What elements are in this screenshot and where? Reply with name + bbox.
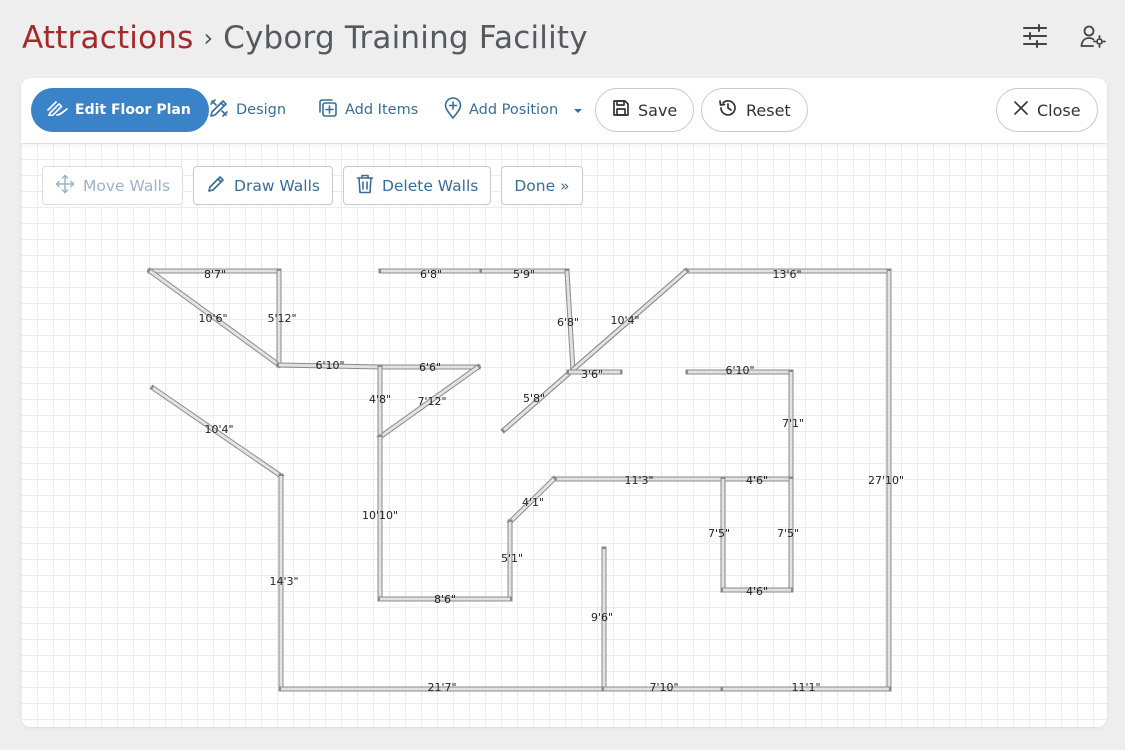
move-walls-button[interactable]: Move Walls (42, 166, 184, 205)
wall-length-label: 14'3" (269, 575, 298, 588)
wall-length-label: 7'5" (708, 527, 730, 540)
map-pin-plus-icon (444, 97, 462, 123)
wall-segment-fill (503, 269, 687, 432)
move-arrows-icon (55, 174, 75, 198)
wall-tools: Move Walls Draw Walls Delete Walls (42, 166, 583, 205)
wall-segment-fill (565, 270, 575, 372)
design-label: Design (236, 102, 287, 118)
wall-length-label: 4'1" (522, 496, 544, 509)
save-label: Save (638, 100, 678, 120)
history-icon (718, 98, 738, 122)
close-label: Close (1037, 100, 1081, 120)
floor-plan-editor: Edit Floor Plan Design Add Items (21, 78, 1107, 727)
wall-segment-fill (508, 477, 556, 524)
wall-length-label: 8'7" (204, 268, 226, 281)
wall-length-label: 10'4" (204, 423, 233, 436)
wall-length-label: 11'3" (624, 474, 653, 487)
user-settings-icon[interactable] (1079, 22, 1107, 50)
breadcrumb-separator: › (203, 24, 214, 52)
design-tools-icon (209, 98, 229, 122)
wall-segment-fill (149, 269, 280, 367)
add-items-button[interactable]: Add Items (318, 88, 418, 132)
wall-length-label: 7'5" (777, 527, 799, 540)
toolbar: Edit Floor Plan Design Add Items (21, 78, 1107, 143)
page-title: Cyborg Training Facility (223, 20, 588, 56)
floor-plan-drawing: 8'7" 10'6" 5'12" 6'10" 6'8" 5'9" 6'8" 13'6" 10'4… (146, 267, 904, 694)
close-button[interactable]: Close (996, 88, 1098, 132)
wall-length-label: 6'10" (725, 364, 754, 377)
wall-length-label: 4'6" (746, 474, 768, 487)
wall-length-label: 10'6" (198, 312, 227, 325)
chevron-down-icon[interactable] (573, 102, 583, 118)
reset-button[interactable]: Reset (701, 88, 808, 132)
floor-plan-canvas[interactable]: 8'7" 10'6" 5'12" 6'10" 6'8" 5'9" 6'8" 13'6" 10'4… (21, 143, 1107, 727)
save-button[interactable]: Save (595, 88, 695, 132)
wall-length-label: 8'6" (434, 593, 456, 606)
wall-segment-fill (379, 365, 479, 439)
add-items-label: Add Items (345, 102, 419, 118)
save-icon (612, 99, 630, 121)
sliders-icon[interactable] (1021, 22, 1049, 50)
edit-floor-plan-button[interactable]: Edit Floor Plan (31, 88, 209, 132)
draw-walls-button[interactable]: Draw Walls (193, 166, 333, 205)
wall-length-label: 13'6" (772, 268, 801, 281)
wall-length-label: 6'8" (557, 316, 579, 329)
reset-label: Reset (746, 100, 791, 120)
pencil-icon (206, 174, 226, 198)
done-label: Done » (514, 176, 570, 195)
wall-length-label: 21'7" (427, 681, 456, 694)
wall-length-label: 5'9" (513, 268, 535, 281)
wall-length-label: 5'12" (267, 312, 296, 325)
wall-length-label: 5'8" (523, 392, 545, 405)
wall-length-label: 9'6" (591, 611, 613, 624)
wall-length-label: 5'1" (501, 552, 523, 565)
pencil-ruler-icon (47, 100, 69, 120)
wall-segment-fill (152, 386, 282, 478)
add-position-label: Add Position (469, 102, 559, 118)
done-button[interactable]: Done » (501, 166, 583, 205)
edit-floor-plan-label: Edit Floor Plan (75, 102, 191, 118)
add-items-icon (318, 98, 338, 122)
wall-segment-fill (278, 363, 381, 369)
trash-icon (356, 174, 374, 198)
close-icon (1013, 100, 1029, 120)
wall-length-label: 4'6" (746, 585, 768, 598)
wall-length-label: 10'10" (362, 509, 398, 522)
design-button[interactable]: Design (209, 88, 286, 132)
wall-length-label: 7'10" (649, 681, 678, 694)
breadcrumb: Attractions › Cyborg Training Facility (22, 18, 588, 58)
wall-length-label: 7'12" (417, 395, 446, 408)
wall-length-label: 7'1" (782, 417, 804, 430)
move-walls-label: Move Walls (83, 176, 171, 195)
wall-length-label: 11'1" (791, 681, 820, 694)
header-actions (1021, 22, 1107, 50)
wall-length-label: 6'6" (419, 361, 441, 374)
breadcrumb-attractions-link[interactable]: Attractions (22, 20, 194, 56)
delete-walls-button[interactable]: Delete Walls (342, 166, 492, 205)
add-position-button[interactable]: Add Position (444, 88, 583, 132)
wall-length-label: 6'10" (315, 359, 344, 372)
draw-walls-label: Draw Walls (234, 176, 320, 195)
wall-length-label: 27'10" (868, 474, 904, 487)
wall-length-label: 4'8" (369, 393, 391, 406)
wall-length-label: 3'6" (581, 368, 603, 381)
wall-length-label: 6'8" (420, 268, 442, 281)
delete-walls-label: Delete Walls (381, 176, 479, 195)
wall-length-label: 10'4" (610, 314, 639, 327)
